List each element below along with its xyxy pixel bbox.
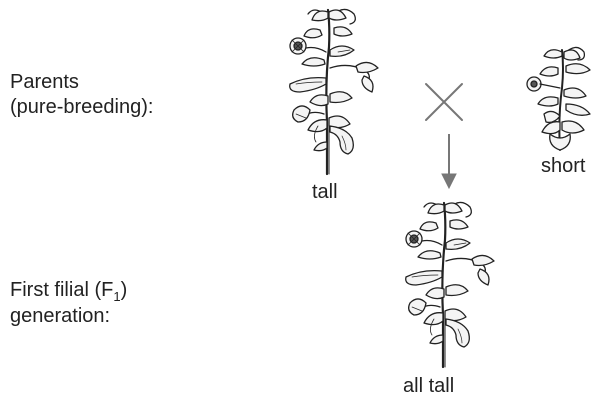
f1-label-pre: First filial (F (10, 279, 114, 301)
down-arrow-icon (441, 134, 457, 190)
offspring-caption: all tall (403, 375, 455, 397)
f1-offspring-plant-icon (404, 201, 496, 369)
f1-label-line2: generation: (10, 305, 111, 327)
parents-label: Parents (pure-breeding): (10, 70, 153, 120)
short-parent-plant-icon (526, 46, 591, 151)
tall-parent-plant-icon (288, 8, 380, 176)
parents-label-line2: (pure-breeding): (10, 96, 154, 118)
f1-label-post: ) (120, 279, 128, 301)
f1-generation-label: First filial (F1) generation: (10, 278, 127, 329)
f1-subscript: 1 (113, 289, 121, 304)
cross-symbol-icon (425, 83, 463, 121)
parents-label-line1: Parents (10, 71, 79, 93)
f1-label-line1: First filial (F1) (10, 278, 127, 304)
tall-parent-caption: tall (312, 181, 338, 203)
short-parent-caption: short (541, 155, 586, 177)
